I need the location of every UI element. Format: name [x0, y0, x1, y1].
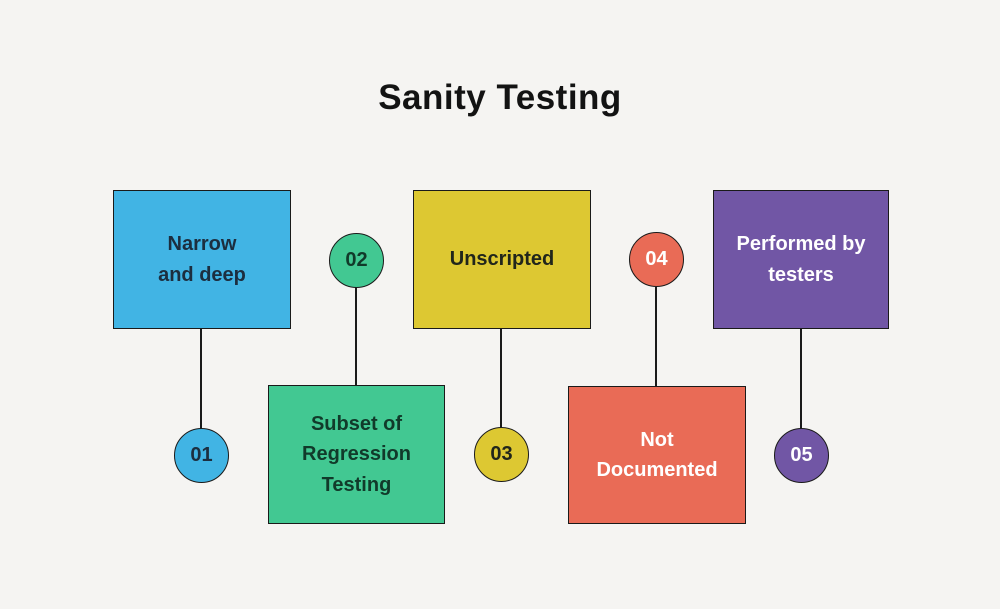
- diagram-title: Sanity Testing: [378, 78, 622, 117]
- feature-box-label: Narrow and deep: [158, 233, 246, 286]
- feature-box-label: Subset of Regression Testing: [302, 412, 411, 496]
- connector-line-4: [655, 287, 657, 387]
- feature-box-not-documented: Not Documented: [568, 386, 746, 524]
- feature-box-unscripted: Unscripted: [413, 190, 591, 329]
- feature-box-performed-by-testers: Performed by testers: [713, 190, 889, 329]
- feature-box-label: Not Documented: [596, 428, 718, 481]
- number-badge-03: 03: [474, 427, 529, 482]
- number-badge-01: 01: [174, 428, 229, 483]
- feature-box-label: Performed by testers: [736, 233, 866, 286]
- number-badge-label: 05: [790, 444, 813, 466]
- connector-line-1: [200, 329, 202, 429]
- number-badge-label: 04: [645, 248, 668, 270]
- feature-box-subset-of-regression-testing: Subset of Regression Testing: [268, 385, 445, 524]
- connector-line-5: [800, 329, 802, 429]
- feature-box-narrow-and-deep: Narrow and deep: [113, 190, 291, 329]
- number-badge-04: 04: [629, 232, 684, 287]
- number-badge-label: 02: [345, 249, 368, 271]
- number-badge-label: 01: [190, 444, 213, 466]
- number-badge-02: 02: [329, 233, 384, 288]
- number-badge-label: 03: [490, 443, 513, 465]
- number-badge-05: 05: [774, 428, 829, 483]
- feature-box-label: Unscripted: [449, 248, 555, 271]
- connector-line-3: [500, 329, 502, 428]
- connector-line-2: [355, 287, 357, 386]
